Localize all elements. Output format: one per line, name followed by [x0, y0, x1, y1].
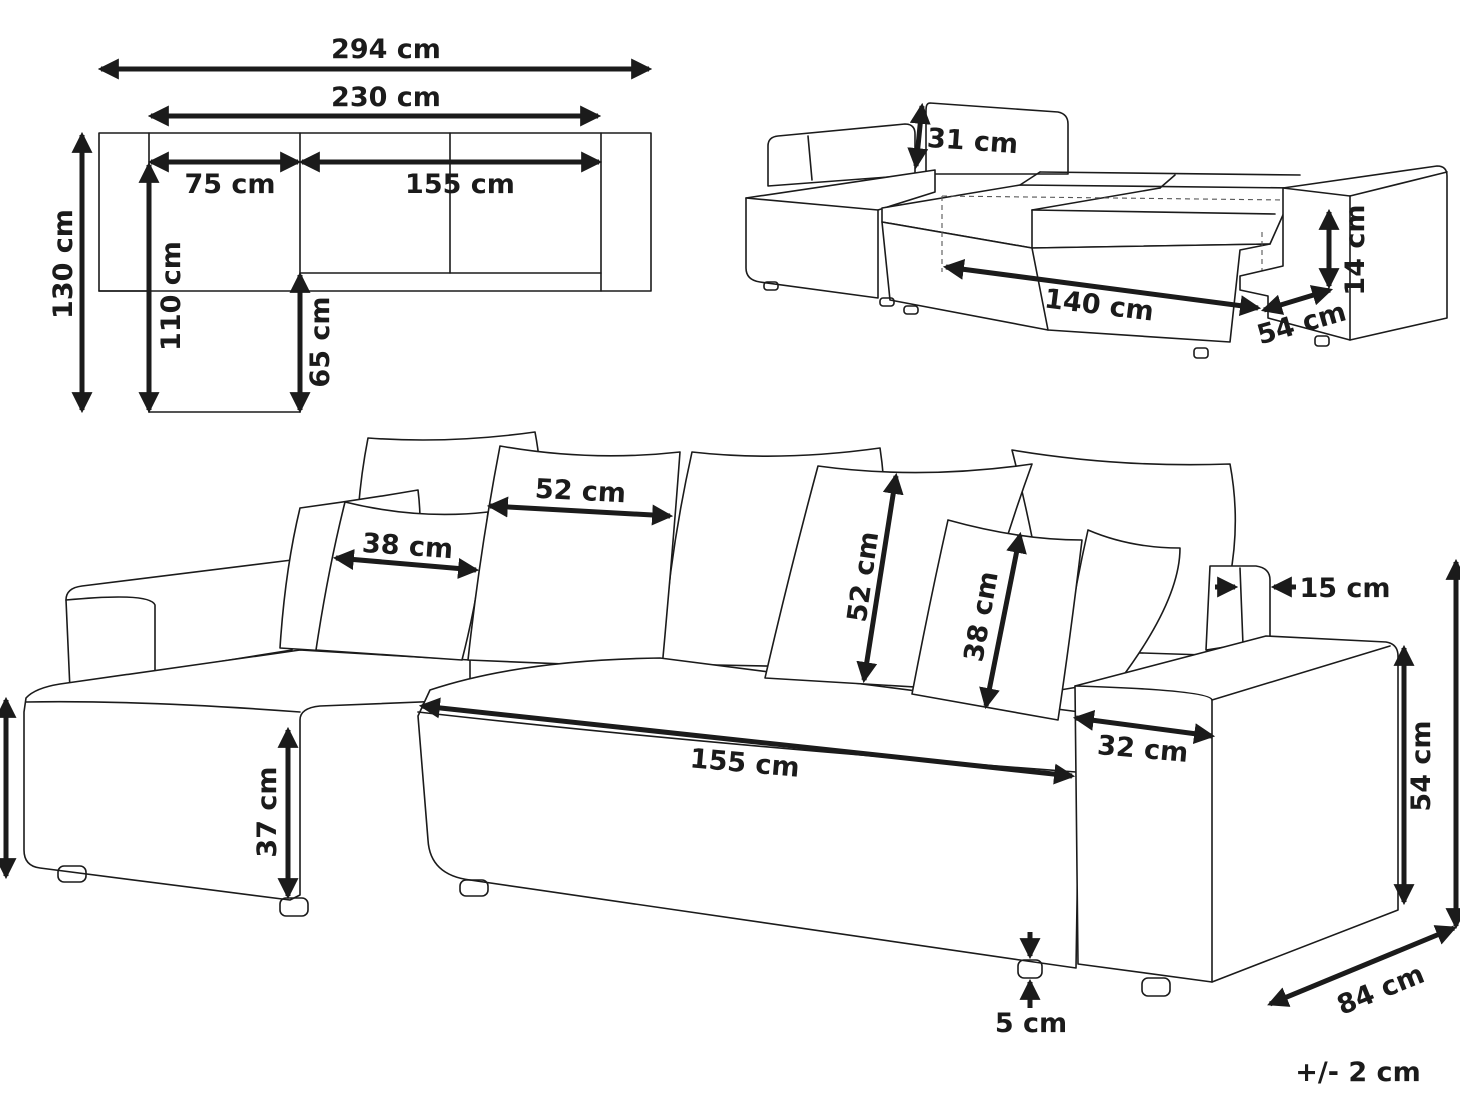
- dim-38-cushion-arrow: [332, 549, 480, 579]
- top-view: 294 cm 230 cm 75 cm 155 cm 130 cm 110 cm…: [48, 34, 653, 414]
- dim-52-vertical-arrow: [856, 472, 904, 684]
- dim-155-top-label: 155 cm: [405, 169, 515, 200]
- dim-110-label: 110 cm: [156, 241, 187, 351]
- dim-5-label: 5 cm: [995, 1008, 1067, 1039]
- dim-54-bed-arrow: [1260, 285, 1334, 315]
- cushion-38-left: [315, 501, 489, 661]
- dim-294-label: 294 cm: [331, 34, 441, 65]
- dim-155-seat-arrow: [418, 697, 1076, 785]
- dim-84-label: 84 cm: [1333, 959, 1429, 1022]
- dim-140-arrow: [942, 258, 1262, 317]
- dim-31-label: 31 cm: [926, 123, 1019, 160]
- dim-15-label: 15 cm: [1299, 573, 1390, 604]
- dim-32-arrow: [1072, 709, 1216, 745]
- dim-75-label: 75 cm: [184, 169, 275, 200]
- dim-84-arrow: [1267, 925, 1457, 1007]
- dim-38-cushion-label: 38 cm: [361, 528, 454, 565]
- dim-54-arm-label: 54 cm: [1406, 720, 1437, 811]
- dim-38-vertical-arrow: [979, 531, 1027, 710]
- dim-65-label: 65 cm: [305, 296, 336, 387]
- main-view: 52 cm 38 cm 52 cm 38 cm 15 cm 155 cm 32 …: [0, 431, 1460, 1039]
- dim-14-label: 14 cm: [1340, 204, 1371, 295]
- tolerance-note: +/- 2 cm: [1295, 1057, 1420, 1088]
- dim-31-arrow: [907, 102, 931, 170]
- chaise-seat: [23, 649, 471, 901]
- dim-52-cushion-arrow: [486, 496, 674, 526]
- dim-130-label: 130 cm: [48, 209, 79, 319]
- dim-52-cushion-label: 52 cm: [534, 474, 627, 510]
- dim-230-label: 230 cm: [331, 82, 441, 113]
- bed-view: 31 cm 140 cm 54 cm 14 cm: [745, 102, 1448, 359]
- dim-37-label: 37 cm: [252, 766, 283, 857]
